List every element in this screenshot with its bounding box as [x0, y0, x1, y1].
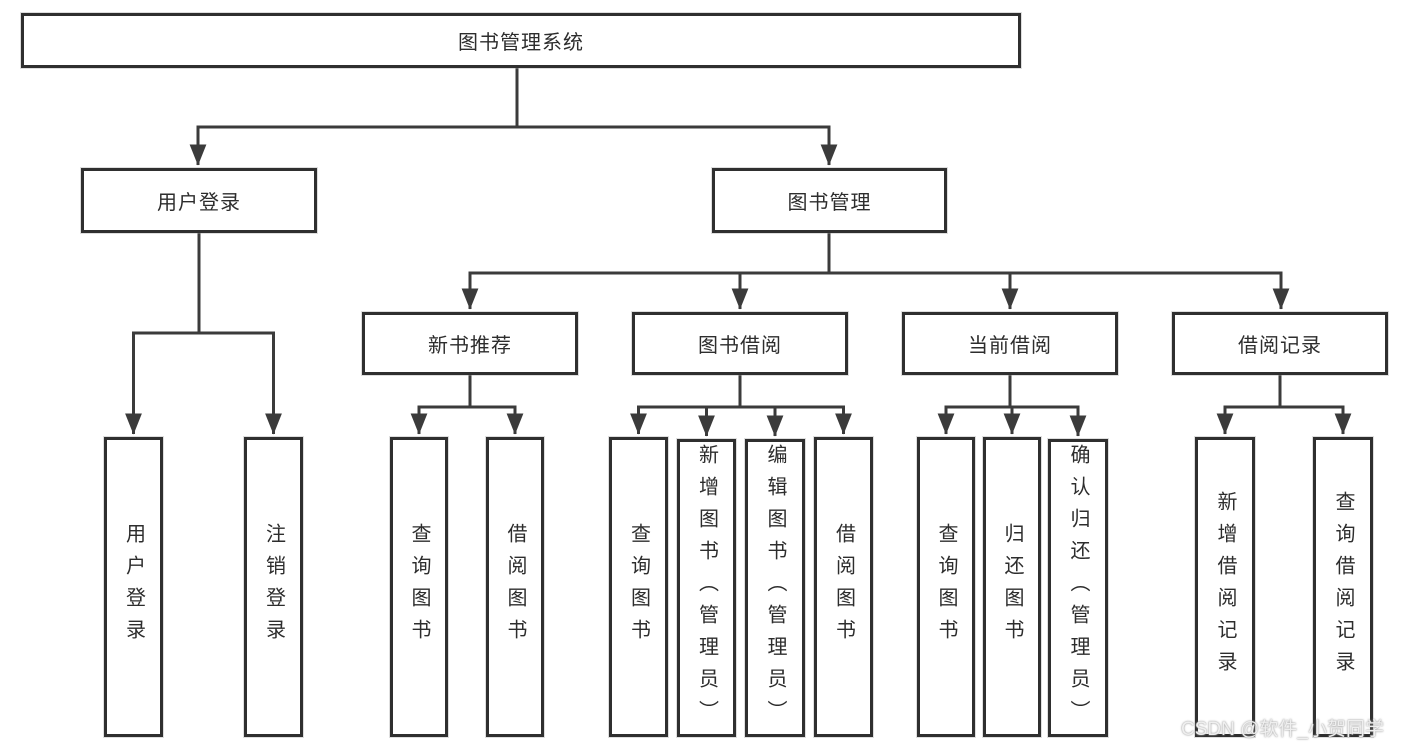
leaf-logout-label: 注销登录 [262, 523, 285, 651]
csdn-watermark: CSDN @软件_小贺同学 [1181, 719, 1384, 740]
leaf-confirm-return-admin-label: 确认归还（管理员） [1067, 444, 1089, 732]
leaf-query-book-3-label: 查询图书 [935, 523, 957, 651]
leaf-borrow-book-2-label: 借阅图书 [832, 523, 855, 651]
leaf-add-book-admin: 新增图书（管理员） [677, 439, 736, 737]
leaf-add-borrow-record: 新增借阅记录 [1195, 437, 1255, 737]
leaf-edit-book-admin: 编辑图书（管理员） [745, 439, 805, 737]
leaf-borrow-book-1: 借阅图书 [486, 437, 544, 737]
leaf-query-book-1-label: 查询图书 [408, 523, 430, 651]
node-root-library-system: 图书管理系统 [21, 13, 1021, 68]
leaf-add-book-admin-label: 新增图书（管理员） [695, 444, 718, 732]
leaf-edit-book-admin-label: 编辑图书（管理员） [764, 444, 786, 732]
node-book-borrow: 图书借阅 [632, 312, 848, 375]
leaf-add-borrow-record-label: 新增借阅记录 [1214, 491, 1236, 683]
leaf-query-book-1: 查询图书 [390, 437, 448, 737]
node-current-borrow: 当前借阅 [902, 312, 1118, 375]
leaf-return-book-label: 归还图书 [1001, 523, 1023, 651]
node-book-management: 图书管理 [712, 168, 947, 233]
node-new-book-recommend: 新书推荐 [362, 312, 578, 375]
leaf-user-login-label: 用户登录 [122, 523, 145, 651]
leaf-query-book-3: 查询图书 [917, 437, 975, 737]
leaf-confirm-return-admin: 确认归还（管理员） [1048, 439, 1108, 737]
leaf-query-borrow-record-label: 查询借阅记录 [1332, 491, 1354, 683]
leaf-borrow-book-2: 借阅图书 [814, 437, 873, 737]
leaf-query-book-2: 查询图书 [609, 437, 668, 737]
leaf-user-login: 用户登录 [104, 437, 163, 737]
leaf-query-borrow-record: 查询借阅记录 [1313, 437, 1373, 737]
leaf-query-book-2-label: 查询图书 [627, 523, 650, 651]
node-borrow-record: 借阅记录 [1172, 312, 1388, 375]
leaf-borrow-book-1-label: 借阅图书 [504, 523, 526, 651]
node-user-login: 用户登录 [81, 168, 317, 233]
leaf-logout: 注销登录 [244, 437, 303, 737]
leaf-return-book: 归还图书 [983, 437, 1041, 737]
